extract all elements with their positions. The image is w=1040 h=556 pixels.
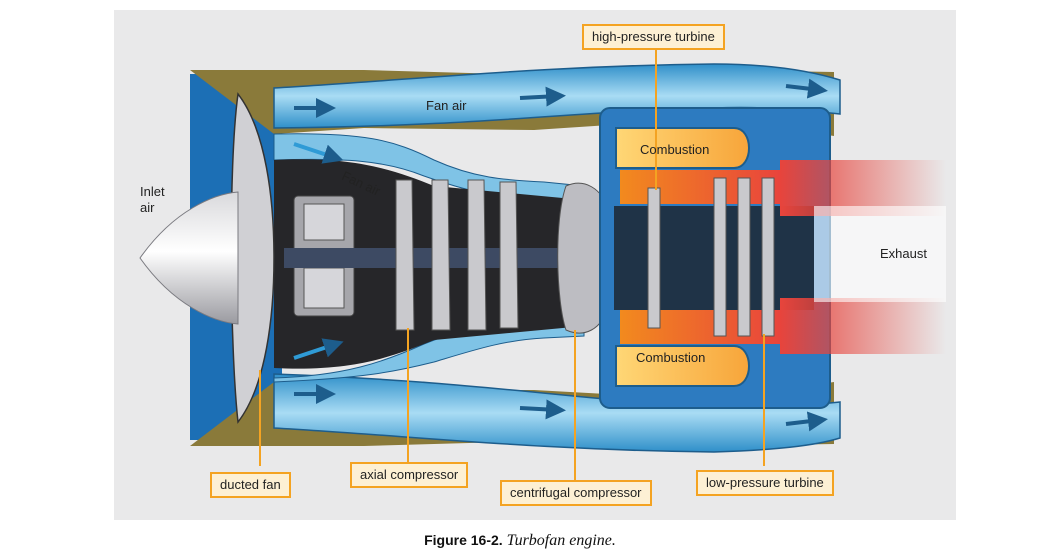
callout-centrifugal-compressor: centrifugal compressor [500,480,652,506]
exhaust-plume-bottom [780,298,946,354]
callout-leaders [259,44,765,484]
callout-axial-compressor: axial compressor [350,462,469,488]
combustor-chamber-top [615,127,750,169]
exhaust-plume-core [814,206,946,302]
callout-ducted-fan: ducted fan [210,472,291,498]
figure-panel: Inlet air Fan air Fan air Combustion Com… [114,10,956,520]
axial-compressor-disks [395,179,519,331]
combustion-top-label: Combustion [640,142,710,157]
caption-number: Figure 16-2. [424,532,503,548]
combustion-bottom-label: Combustion [636,350,706,365]
spinner [139,191,239,325]
flame-top [620,170,780,204]
turbofan-diagram [139,44,946,484]
flame-bottom [620,310,780,344]
turbine-disks [647,177,775,337]
flow-arrows [293,78,828,432]
exhaust-label: Exhaust [880,246,927,261]
combustor-chamber-bottom [615,345,750,387]
callout-high-pressure-turbine: high-pressure turbine [582,24,725,50]
centrifugal-compressor [557,182,609,334]
fan-air-top-label: Fan air [426,98,467,113]
caption-title: Turbofan engine. [506,532,616,549]
callout-low-pressure-turbine: low-pressure turbine [696,470,834,496]
figure-caption: Figure 16-2. Turbofan engine. [0,532,1040,550]
inlet-air-label: Inlet air [140,184,165,215]
